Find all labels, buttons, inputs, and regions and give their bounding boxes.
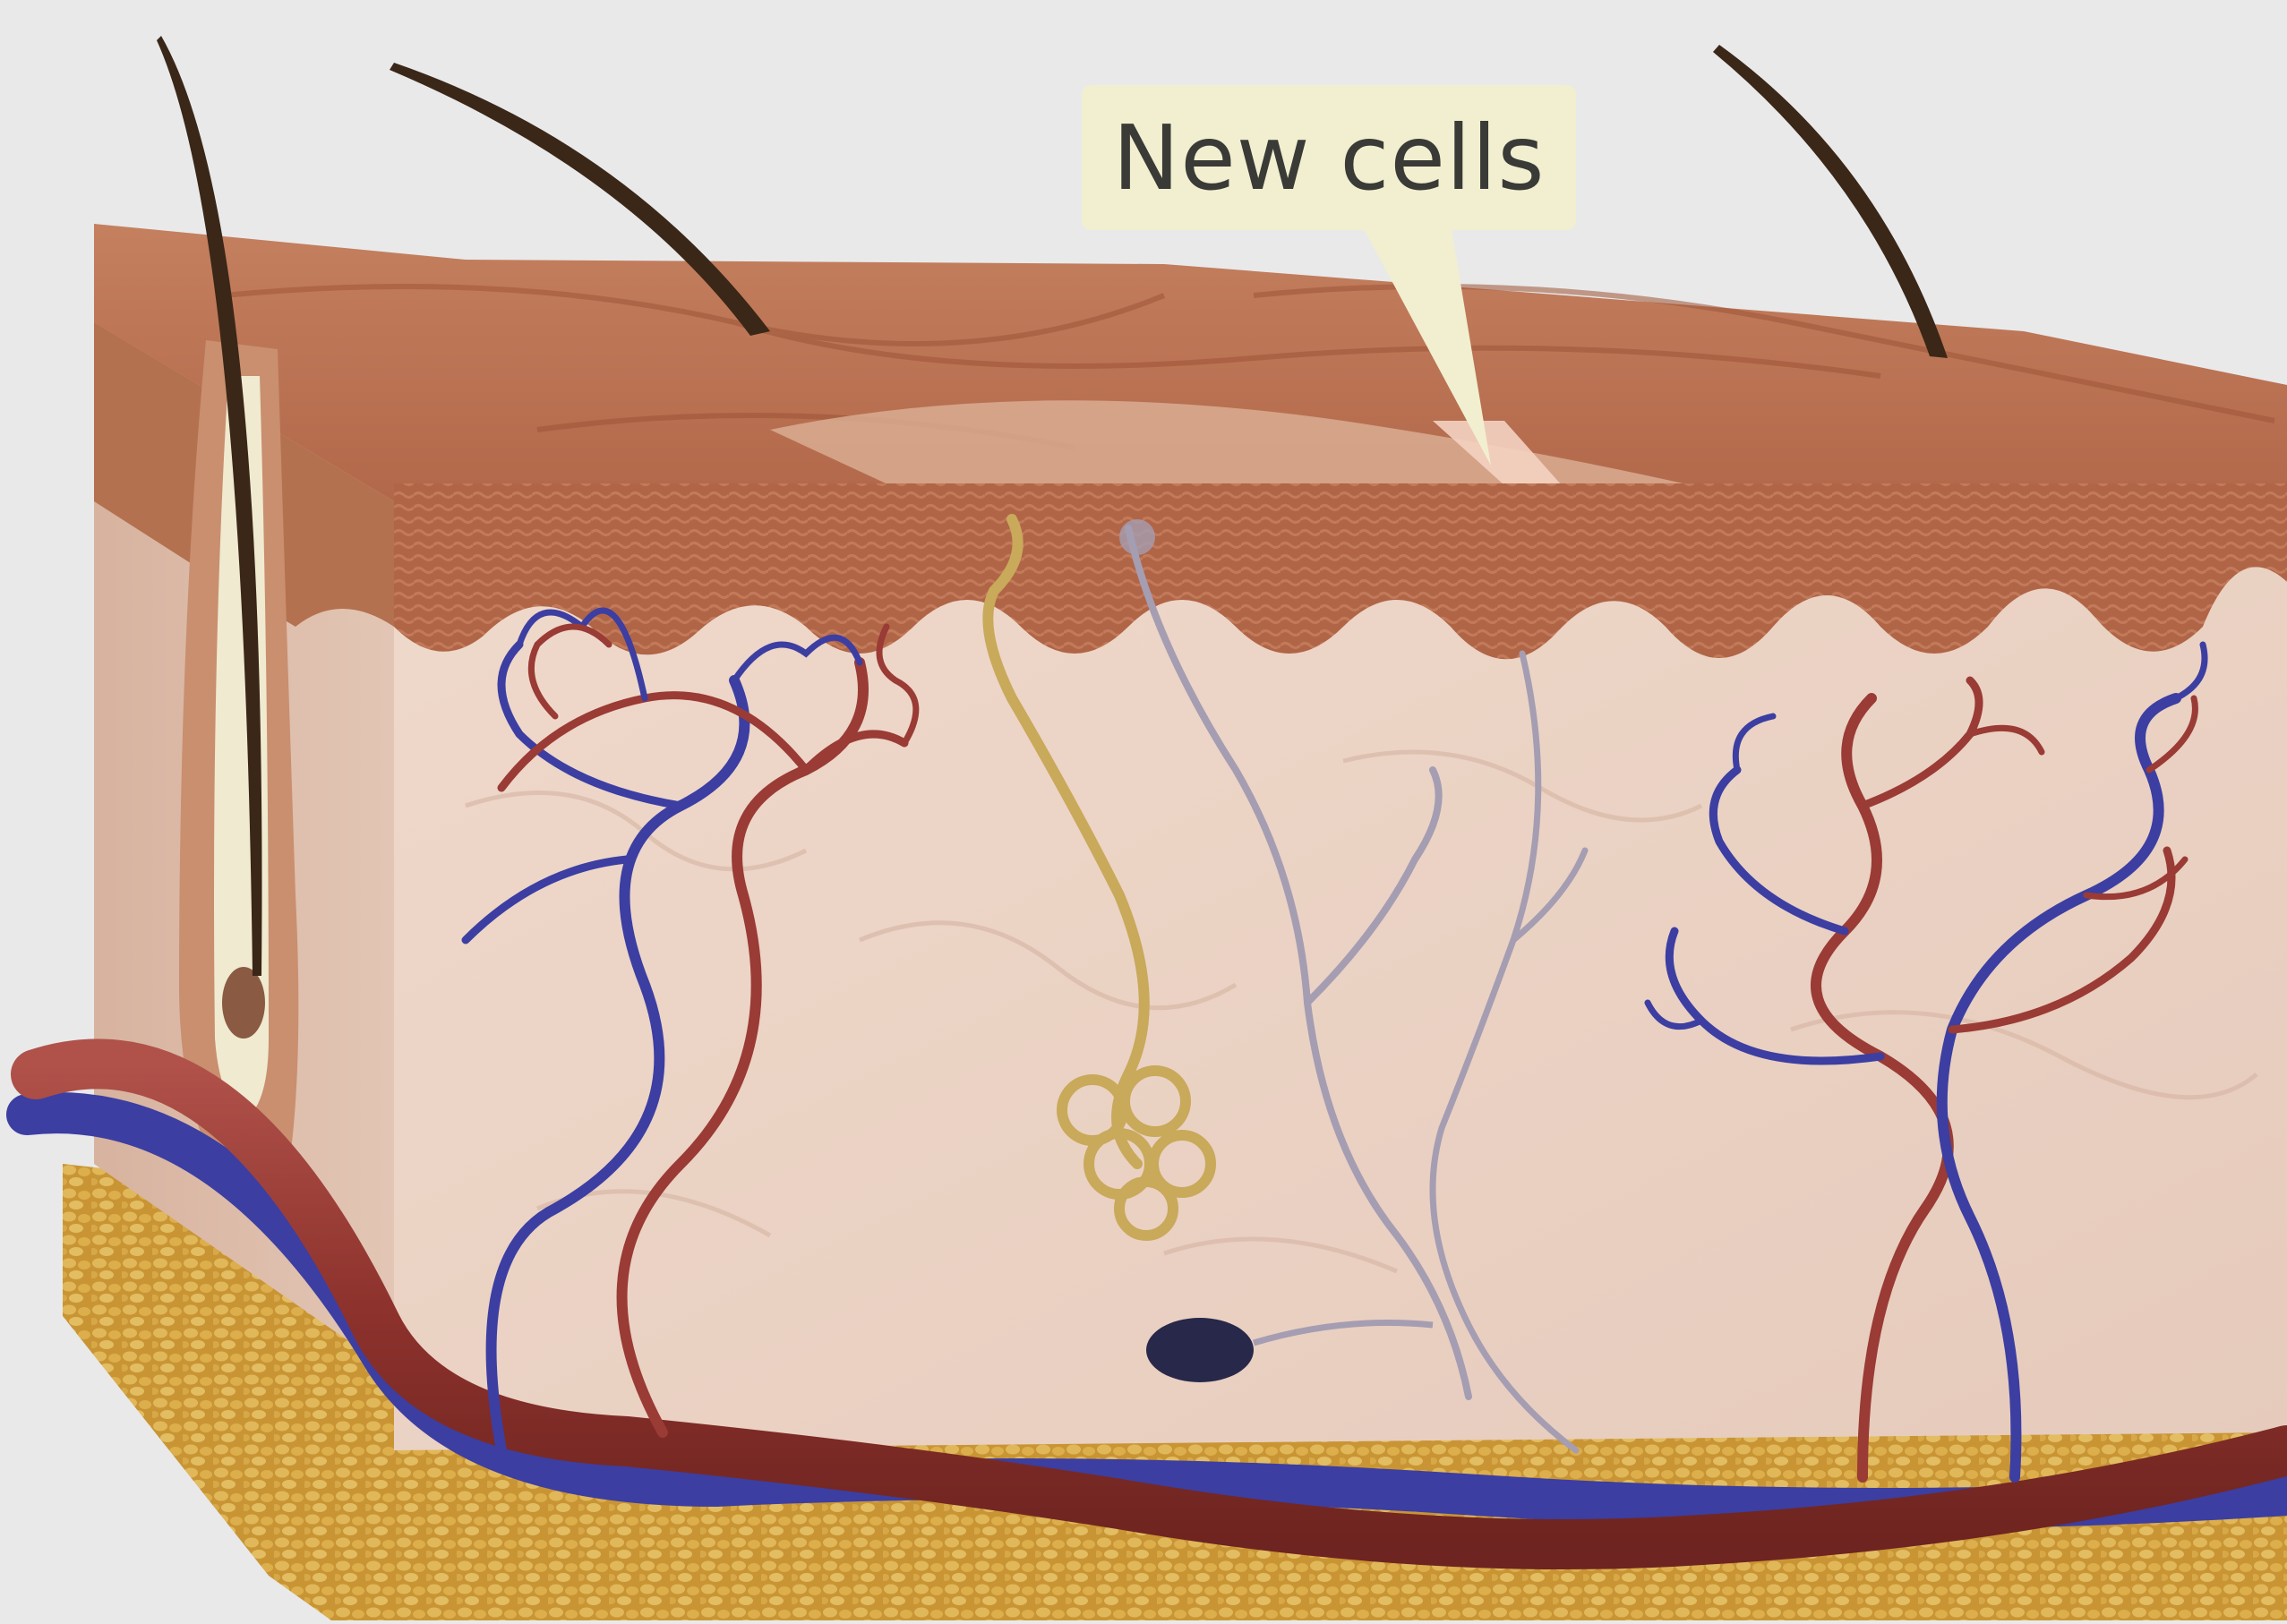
nerve-receptor [1146,1318,1254,1382]
new-cells-callout: New cells [1082,85,1576,230]
new-cells-label: New cells [1112,106,1545,210]
touch-receptor-top [1119,519,1155,555]
hair-bulb [222,967,265,1039]
